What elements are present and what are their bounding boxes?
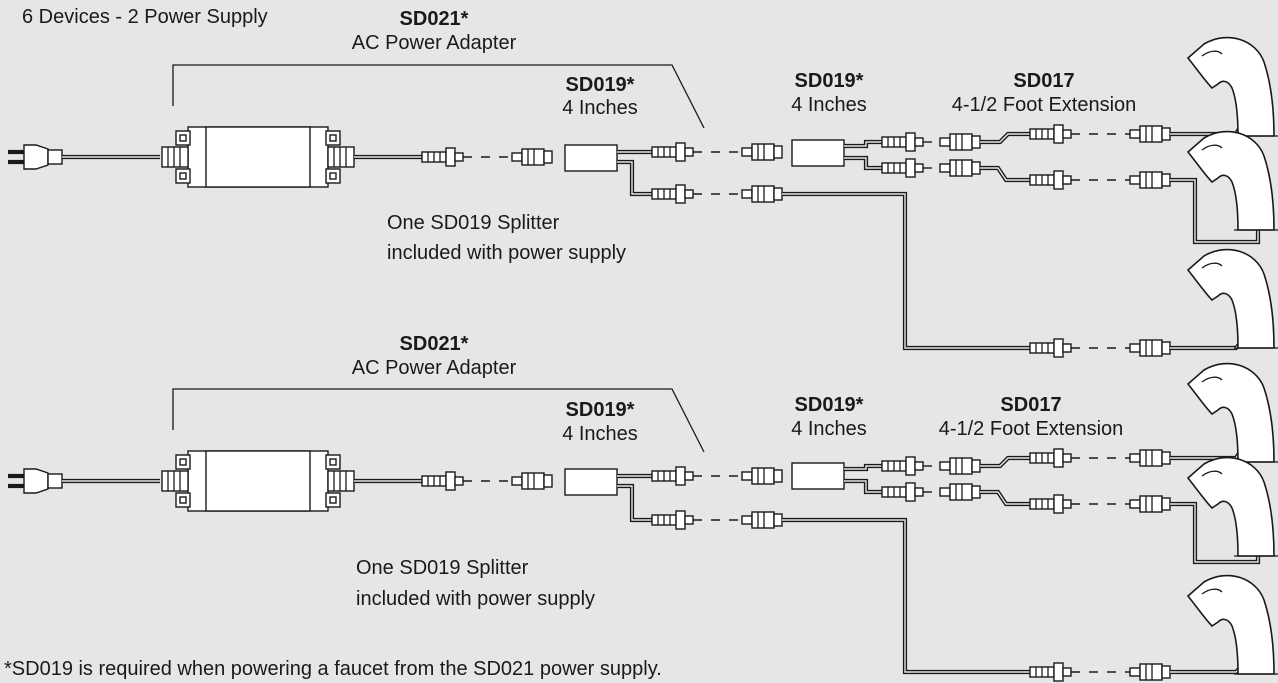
connector-icon [741, 511, 783, 529]
splitter-icon [564, 468, 618, 496]
splitter-icon [564, 144, 618, 172]
adapter-code-2: SD021* [399, 333, 469, 355]
power-group-1 [8, 36, 1278, 358]
faucet-icon [1187, 130, 1278, 231]
connector-icon [939, 457, 981, 475]
connector-icon [1029, 338, 1072, 358]
connector-icon [1129, 663, 1171, 681]
connector-icon [651, 510, 694, 530]
connector-icon [651, 466, 694, 486]
connector-icon [1129, 339, 1171, 357]
splitter-note-line2: included with power supply [356, 588, 596, 610]
connector-icon [651, 184, 694, 204]
plug-icon [8, 469, 62, 493]
connector-icon [421, 147, 464, 167]
splitter-icon [791, 462, 845, 490]
connector-icon [1129, 449, 1171, 467]
connector-icon [1029, 494, 1072, 514]
splitter-icon [791, 139, 845, 167]
adapter-desc-1: AC Power Adapter [351, 32, 517, 54]
connector-icon [1129, 125, 1171, 143]
power-group-2 [8, 362, 1278, 682]
plug-icon [8, 145, 62, 169]
connector-icon [511, 148, 553, 166]
adapter-bracket [172, 64, 705, 129]
connector-icon [651, 142, 694, 162]
connector-icon [1029, 124, 1072, 144]
faucet-icon [1187, 362, 1278, 463]
extension-desc-2: 4-1/2 Foot Extension [938, 418, 1124, 440]
faucet-icon [1187, 574, 1278, 675]
splitter-note-line2: included with power supply [387, 242, 627, 264]
adapter-desc-2: AC Power Adapter [351, 357, 517, 379]
connector-icon [881, 456, 924, 476]
splitter1-code-2: SD019* [565, 399, 635, 421]
faucet-icon [1187, 36, 1278, 137]
connector-icon [1129, 171, 1171, 189]
splitter2-desc-1: 4 Inches [791, 94, 867, 116]
connector-icon [939, 483, 981, 501]
footnote: *SD019 is required when powering a fauce… [4, 658, 662, 680]
connector-icon [939, 159, 981, 177]
splitter2-code-2: SD019* [794, 394, 864, 416]
splitter2-code-1: SD019* [794, 70, 864, 92]
faucet-icon [1187, 248, 1278, 349]
connector-icon [881, 158, 924, 178]
connector-icon [741, 185, 783, 203]
connector-icon [511, 472, 553, 490]
power-adapter-icon [161, 126, 355, 188]
adapter-bracket [172, 388, 705, 453]
splitter1-desc-2: 4 Inches [562, 423, 638, 445]
connector-icon [881, 132, 924, 152]
extension-code-1: SD017 [1013, 70, 1075, 92]
extension-code-2: SD017 [1000, 394, 1062, 416]
connector-icon [1129, 495, 1171, 513]
splitter2-desc-2: 4 Inches [791, 418, 867, 440]
power-adapter-icon [161, 450, 355, 512]
connector-icon [939, 133, 981, 151]
page-title: 6 Devices - 2 Power Supply [22, 6, 268, 28]
connector-icon [881, 482, 924, 502]
splitter-note-line1: One SD019 Splitter [356, 557, 529, 579]
connector-icon [1029, 662, 1072, 682]
connector-icon [741, 143, 783, 161]
connector-icon [1029, 448, 1072, 468]
connector-icon [421, 471, 464, 491]
connector-icon [1029, 170, 1072, 190]
splitter1-desc-1: 4 Inches [562, 97, 638, 119]
faucet-icon [1187, 456, 1278, 557]
splitter-note-line1: One SD019 Splitter [387, 212, 560, 234]
connector-icon [741, 467, 783, 485]
adapter-code-1: SD021* [399, 8, 469, 30]
splitter1-code-1: SD019* [565, 74, 635, 96]
extension-desc-1: 4-1/2 Foot Extension [951, 94, 1137, 116]
